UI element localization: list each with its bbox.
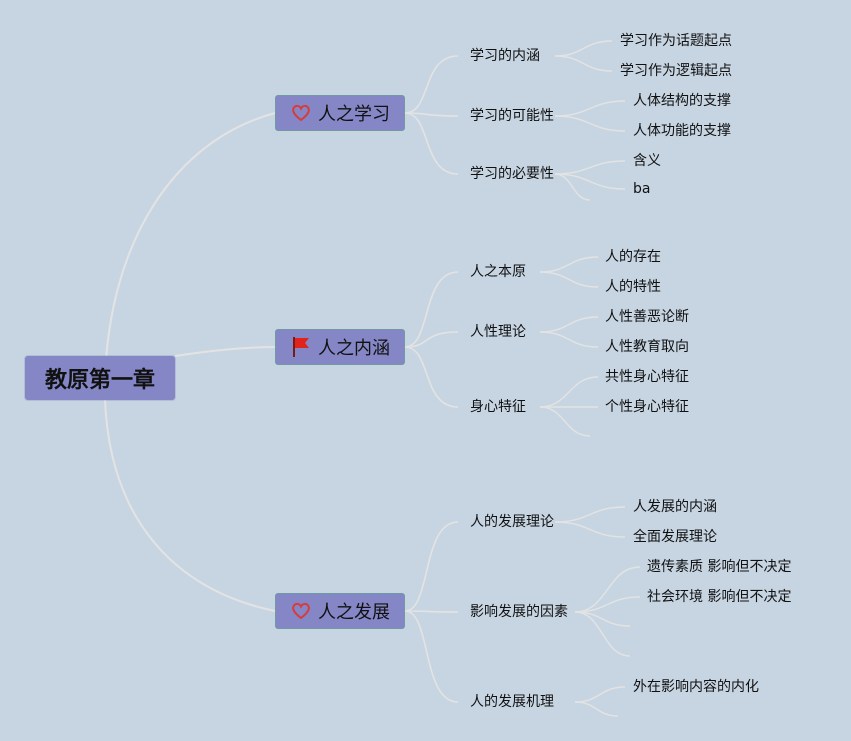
leaf-label[interactable]: 人性善恶论断 <box>605 309 689 325</box>
connector-line <box>574 701 619 717</box>
connector-line <box>404 521 459 612</box>
leaf-label[interactable]: 全面发展理论 <box>633 529 717 545</box>
connector-line <box>574 596 641 613</box>
connector-line <box>104 112 276 379</box>
leaf-label[interactable]: 人体结构的支撑 <box>633 93 731 109</box>
connector-line <box>404 112 459 117</box>
leaf-label[interactable]: 学习作为逻辑起点 <box>620 63 732 79</box>
leaf-label[interactable]: 含义 <box>633 153 661 169</box>
leaf-label[interactable]: ba <box>633 181 651 197</box>
leaf-label[interactable]: 人的特性 <box>605 279 661 295</box>
connector-line <box>554 55 613 72</box>
heart-icon <box>290 600 312 622</box>
topic-label[interactable]: 人之本原 <box>470 264 526 280</box>
leaf-label[interactable]: 学习作为话题起点 <box>620 33 732 49</box>
topic-label[interactable]: 身心特征 <box>470 399 526 415</box>
connector-line <box>539 406 591 437</box>
topic-label[interactable]: 学习的内涵 <box>470 48 540 64</box>
topic-label[interactable]: 人的发展理论 <box>470 514 554 530</box>
leaf-label[interactable]: 人性教育取向 <box>605 339 689 355</box>
branch-label: 人之内涵 <box>318 338 390 359</box>
connector-line <box>539 376 599 408</box>
connector-line <box>574 566 641 613</box>
connector-line <box>104 399 276 612</box>
leaf-label[interactable]: 人的存在 <box>605 249 661 265</box>
connector-line <box>404 331 459 348</box>
leaf-label[interactable]: 社会环境 影响但不决定 <box>647 589 792 605</box>
connector-line <box>554 40 613 57</box>
leaf-label[interactable]: 共性身心特征 <box>605 369 689 385</box>
red-flag-icon <box>290 336 312 358</box>
connector-line <box>554 115 626 132</box>
connector-line <box>404 346 459 408</box>
connector-line <box>539 331 599 348</box>
topic-label[interactable]: 人的发展机理 <box>470 694 554 710</box>
connector-line <box>574 611 631 657</box>
topic-label[interactable]: 人性理论 <box>470 324 526 340</box>
leaf-label[interactable]: 遗传素质 影响但不决定 <box>647 559 792 575</box>
connector-line <box>554 173 626 190</box>
connector-line <box>404 271 459 348</box>
topic-label[interactable]: 学习的可能性 <box>470 108 554 124</box>
connector-line <box>174 346 276 357</box>
connector-line <box>539 316 599 333</box>
leaf-label[interactable]: 个性身心特征 <box>605 399 689 415</box>
branch-node-human-nature[interactable]: 人之内涵 <box>275 329 405 365</box>
heart-icon <box>290 102 312 124</box>
leaf-label[interactable]: 外在影响内容的内化 <box>633 679 759 695</box>
connector-line <box>404 112 459 175</box>
topic-label[interactable]: 学习的必要性 <box>470 166 554 182</box>
topic-label[interactable]: 影响发展的因素 <box>470 604 568 620</box>
leaf-label[interactable]: 人发展的内涵 <box>633 499 717 515</box>
connector-line <box>404 610 459 613</box>
branch-node-development[interactable]: 人之发展 <box>275 593 405 629</box>
root-node[interactable]: 教原第一章 <box>25 356 175 400</box>
connector-line <box>554 100 626 117</box>
connector-line <box>554 160 626 175</box>
branch-label: 人之发展 <box>318 602 390 623</box>
connector-line <box>554 521 626 538</box>
connector-line <box>404 55 459 114</box>
connector-line <box>554 506 626 523</box>
connector-line <box>539 256 599 273</box>
leaf-label[interactable]: 人体功能的支撑 <box>633 123 731 139</box>
connector-line <box>404 610 459 703</box>
connector-line <box>554 173 591 201</box>
branch-node-learning[interactable]: 人之学习 <box>275 95 405 131</box>
connector-line <box>539 271 599 288</box>
branch-label: 人之学习 <box>318 104 390 125</box>
connector-line <box>574 686 626 703</box>
